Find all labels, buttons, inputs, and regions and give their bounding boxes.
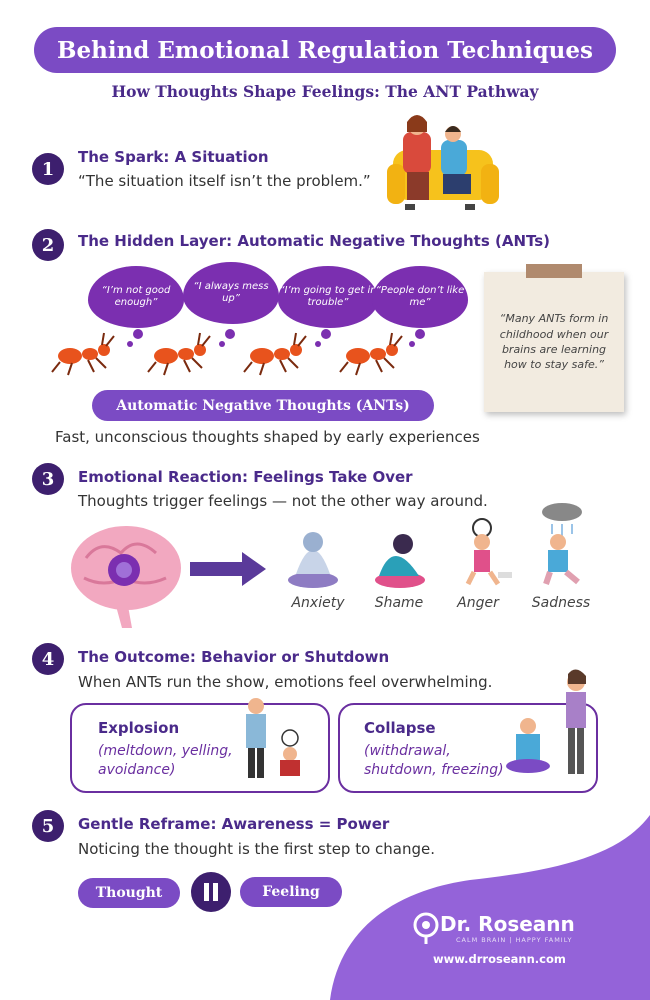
sticky-note: “Many ANTs form in childhood when our br… xyxy=(484,272,624,412)
ant-icon xyxy=(243,332,307,376)
thought-pill: Thought xyxy=(78,878,180,908)
anger-figure xyxy=(465,518,512,586)
step-5-number: 5 xyxy=(32,810,64,842)
emotion-label-anxiety: Anxiety xyxy=(291,595,345,611)
brand-name: Dr. Roseann xyxy=(440,912,575,936)
emotion-label-shame: Shame xyxy=(374,595,424,611)
collapse-figures xyxy=(506,669,586,774)
thought-cloud-3: “I’m going to get in trouble” xyxy=(278,266,378,328)
thought-cloud-2: “I always mess up” xyxy=(183,262,279,324)
feeling-pill: Feeling xyxy=(240,877,342,907)
ants-illustration xyxy=(51,329,425,376)
thought-cloud-1: “I’m not good enough” xyxy=(88,266,184,328)
step-3-heading: Emotional Reaction: Feelings Take Over xyxy=(78,468,413,486)
step-2-heading: The Hidden Layer: Automatic Negative Tho… xyxy=(78,232,551,250)
sadness-figure xyxy=(542,503,582,585)
ant-icon xyxy=(147,332,211,376)
note-tape xyxy=(526,264,582,278)
outcome-explosion-title: Explosion xyxy=(98,719,180,737)
step-5-text: Noticing the thought is the first step t… xyxy=(78,840,436,858)
page-title: Behind Emotional Regulation Techniques xyxy=(34,27,616,73)
step-2-number: 2 xyxy=(32,229,64,261)
page-subtitle: How Thoughts Shape Feelings: The ANT Pat… xyxy=(111,82,539,101)
step-4-text: When ANTs run the show, emotions feel ov… xyxy=(78,673,493,691)
outcome-collapse-title: Collapse xyxy=(364,719,436,737)
step-1-text: “The situation itself isn’t the problem.… xyxy=(78,172,371,190)
step-5-heading: Gentle Reframe: Awareness = Power xyxy=(78,815,390,833)
step-3-text: Thoughts trigger feelings — not the othe… xyxy=(78,492,488,510)
step-3-number: 3 xyxy=(32,463,64,495)
emotion-label-anger: Anger xyxy=(457,595,499,611)
step-4-heading: The Outcome: Behavior or Shutdown xyxy=(78,648,390,666)
footer-wave xyxy=(330,815,650,1000)
thought-cloud-4: “People don’t like me” xyxy=(372,266,468,328)
ant-icon xyxy=(339,332,403,376)
ants-label-pill: Automatic Negative Thoughts (ANTs) xyxy=(92,390,434,421)
step-2-text: Fast, unconscious thoughts shaped by ear… xyxy=(55,428,480,446)
brain-icon xyxy=(71,526,181,628)
emotion-label-sadness: Sadness xyxy=(531,595,591,611)
logo-icon xyxy=(413,912,439,944)
step-1-number: 1 xyxy=(32,153,64,185)
shame-figure xyxy=(375,534,425,588)
outcome-collapse-card xyxy=(338,703,598,793)
couch-illustration xyxy=(387,115,499,210)
outcome-explosion-sub: (meltdown, yelling, avoidance) xyxy=(98,743,233,778)
outcome-collapse-sub: (withdrawal, shutdown, freezing) xyxy=(364,743,504,778)
explosion-figures xyxy=(246,698,300,778)
arrow-icon xyxy=(190,552,266,586)
website-link[interactable]: www.drroseann.com xyxy=(433,952,566,966)
brain-arrow-illustration xyxy=(71,526,266,628)
step-4-number: 4 xyxy=(32,643,64,675)
anxiety-figure xyxy=(288,532,338,588)
ant-icon xyxy=(51,332,115,376)
pause-button-icon xyxy=(191,872,231,912)
step-1-heading: The Spark: A Situation xyxy=(78,148,269,166)
brand-tagline: CALM BRAIN | HAPPY FAMILY xyxy=(456,936,573,944)
